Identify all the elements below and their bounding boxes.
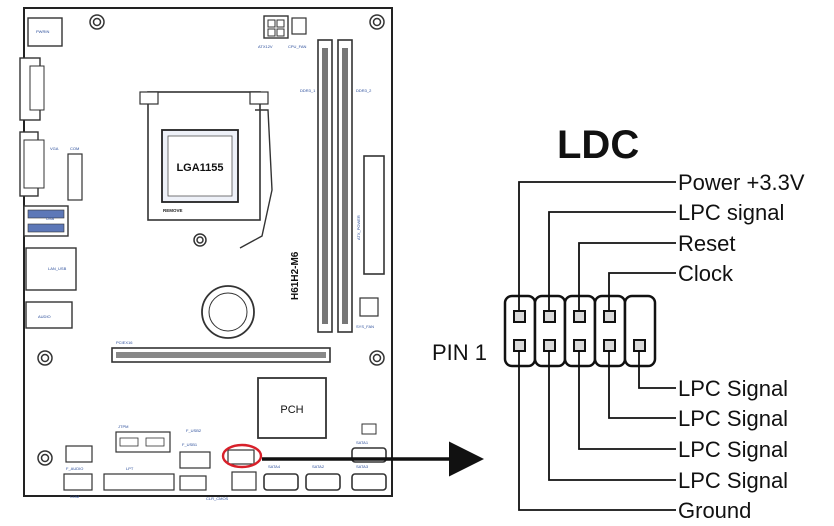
pch-chip [257, 377, 327, 439]
atx-power-connector [363, 155, 385, 275]
ldc-header-on-board [221, 443, 263, 469]
lead-lines-bottom [518, 351, 676, 511]
sata3-label: SATA3 [356, 464, 369, 469]
pin-label-lpc-3: LPC Signal [678, 437, 788, 462]
sata4-port [263, 473, 299, 491]
model-label: H61H2-M6 [290, 251, 301, 300]
sys-fan-label: SYS_FAN [356, 324, 374, 329]
cpu-fan-label: CPU_FAN [288, 44, 307, 49]
atx-power-label: ATX_POWER [356, 215, 361, 240]
f-audio-label: F_AUDIO [66, 466, 83, 471]
pin-label-lpc-2: LPC Signal [678, 406, 788, 431]
pin-label-lpc-4: LPC Signal [678, 468, 788, 493]
lan-usb-label: LAN_USB [48, 266, 67, 271]
pin-header [503, 294, 657, 368]
clr-cmos-label: CLR_CMOS [206, 496, 229, 501]
f-usb1-label: F_USB1 [182, 442, 198, 447]
pin-labels-top: Power +3.3V LPC signal Reset Clock [678, 170, 805, 286]
com-header [67, 153, 83, 201]
board-outline [23, 7, 393, 497]
pwrin-label: PWRIN [36, 29, 49, 34]
mounting-holes [37, 14, 385, 466]
com-label: COM [70, 146, 79, 151]
audio-port [25, 301, 73, 329]
com2-label: COM [70, 494, 79, 499]
pin-label-power: Power +3.3V [678, 170, 805, 195]
pcie-label: PCIEX16 [116, 340, 133, 345]
jtpm-label: JTPM [118, 424, 128, 429]
pwrin-connector [27, 17, 63, 47]
lpt-header [103, 473, 175, 491]
cpu-socket: LGA1155 REMOVE [139, 91, 273, 249]
lpt-label: LPT [126, 466, 134, 471]
bottom-header-a [231, 471, 257, 491]
pin1-label: PIN 1 [432, 340, 487, 365]
f-audio-header [65, 445, 93, 463]
pin-label-lpc-signal: LPC signal [678, 200, 784, 225]
sata1-label: SATA1 [356, 440, 369, 445]
pin-labels-bottom: LPC Signal LPC Signal LPC Signal LPC Sig… [678, 376, 788, 523]
lan-usb-port [25, 247, 77, 291]
sata2-port [305, 473, 341, 491]
pin-label-ground: Ground [678, 498, 751, 523]
connector-pinout: LDC PIN 1 [432, 123, 805, 523]
sata4-label: SATA4 [268, 464, 281, 469]
com2-header [63, 473, 93, 491]
usb-label: USB [46, 216, 55, 221]
sata2-label: SATA2 [312, 464, 325, 469]
ldc-highlight-circle [221, 443, 263, 469]
pin-label-clock: Clock [678, 261, 734, 286]
dimm2-label: DDR3_2 [356, 88, 372, 93]
f-usb1-header [179, 451, 211, 469]
audio-label: AUDIO [38, 314, 51, 319]
dimm-slots: DDR3_1 DDR3_2 [300, 39, 372, 333]
cpu-fan-header [291, 17, 307, 35]
atx12v-connector [263, 15, 289, 39]
pch-label: PCH [280, 404, 303, 416]
usb2-header [115, 431, 171, 453]
sata3-port [351, 473, 387, 491]
cmos-battery [201, 285, 255, 339]
pin-label-reset: Reset [678, 231, 735, 256]
vga-label: VGA [50, 146, 59, 151]
sys-fan-header [359, 297, 379, 317]
socket-label: LGA1155 [176, 162, 223, 174]
connector-title: LDC [557, 123, 639, 167]
remove-label: REMOVE [163, 208, 183, 213]
f-usb2-header [179, 475, 207, 491]
f-usb2-label: F_USB2 [186, 428, 202, 433]
motherboard: PWRIN VGA USB LAN_USB AUDIO COM ATX12V C… [19, 7, 393, 501]
atx12v-label: ATX12V [258, 44, 273, 49]
lead-lines-top [518, 181, 676, 311]
pin-label-lpc-1: LPC Signal [678, 376, 788, 401]
dimm1-label: DDR3_1 [300, 88, 316, 93]
